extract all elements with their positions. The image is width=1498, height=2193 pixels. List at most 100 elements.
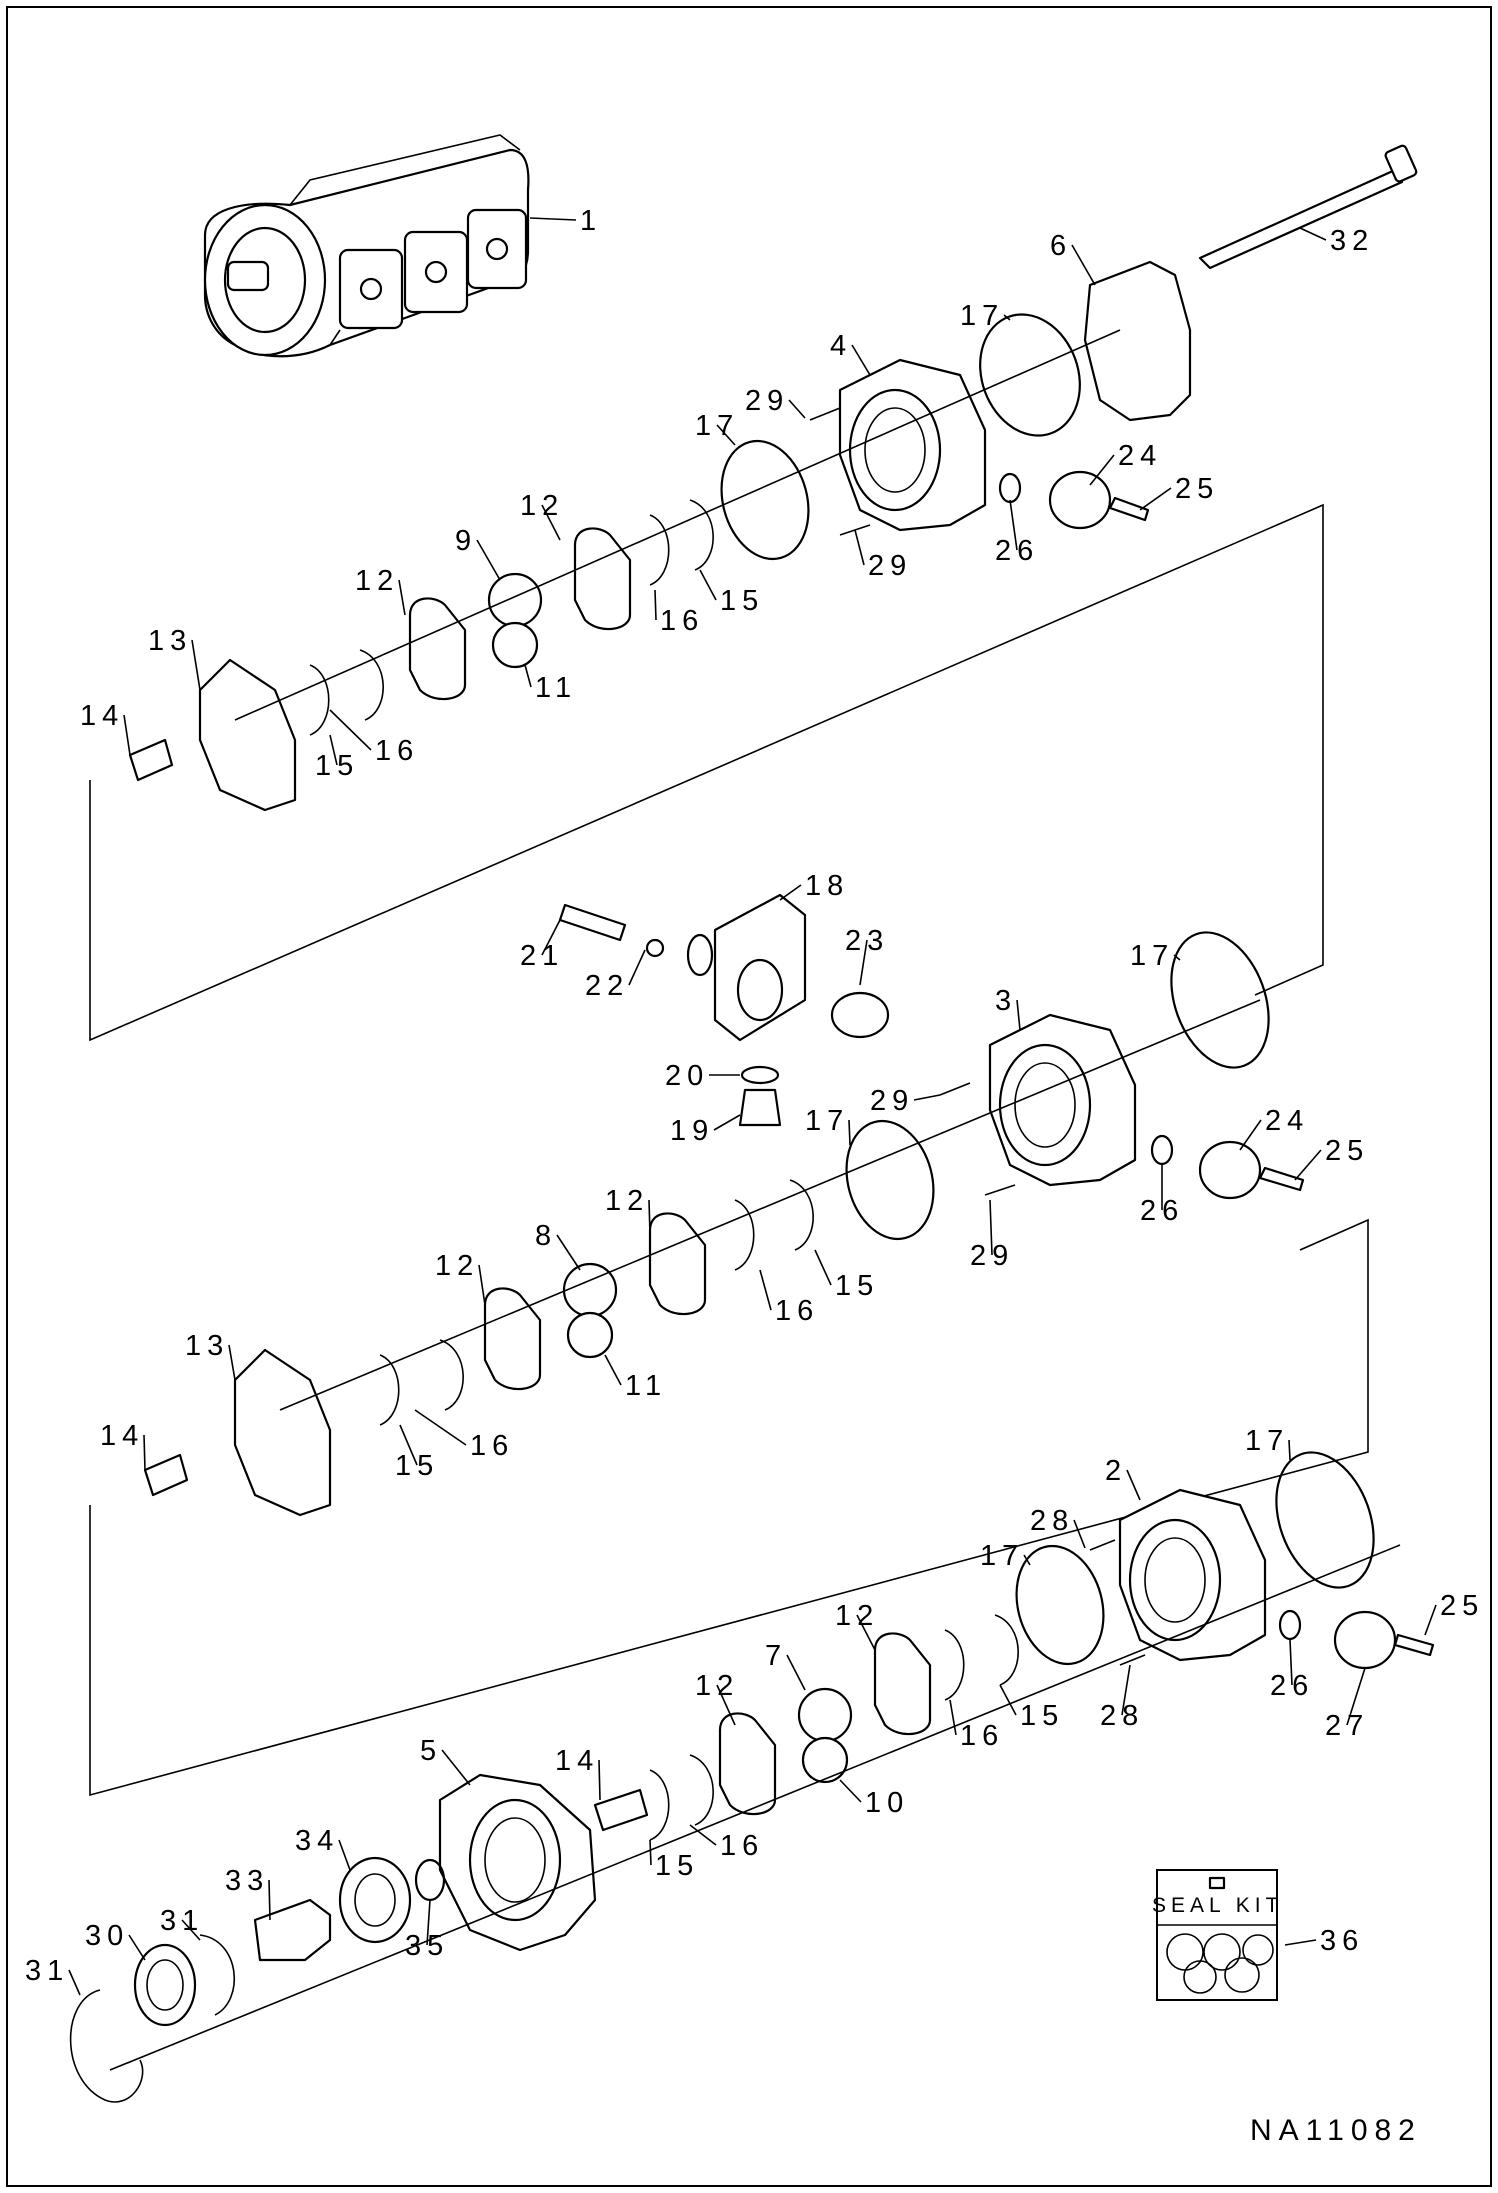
- leader-line: [649, 1839, 652, 1866]
- leader-line: [228, 1344, 236, 1381]
- leader-line: [1239, 1119, 1262, 1151]
- part-number-label: 29: [868, 550, 912, 582]
- leader-line: [476, 539, 501, 581]
- seal-ring: [1170, 931, 1270, 1069]
- leader-line: [478, 1264, 486, 1306]
- part-number-label: 17: [695, 410, 739, 442]
- axis-line: [109, 1544, 1401, 2071]
- cap-screw: [1108, 496, 1150, 522]
- spline-coupling: [593, 1788, 649, 1832]
- part-number-label: 15: [395, 1450, 439, 1482]
- retaining-ring: [379, 1354, 400, 1426]
- cap-screw: [1258, 1166, 1305, 1192]
- part-number-label: 36: [1320, 1925, 1364, 1957]
- part-number-label: 6: [1050, 230, 1072, 262]
- leader-line: [398, 579, 406, 616]
- part-number-label: 15: [720, 585, 764, 617]
- leader-line: [1346, 1667, 1366, 1726]
- axis-line: [279, 999, 1261, 1411]
- assembled-pump: [203, 134, 530, 358]
- part-number-label: 22: [585, 970, 629, 1002]
- part-number-label: 4: [830, 330, 852, 362]
- bearing-block: [573, 527, 632, 631]
- dowel-pin: [939, 1082, 971, 1096]
- leader-line: [848, 1119, 851, 1146]
- part-number-label: 3: [995, 985, 1017, 1017]
- leader-line: [1289, 1639, 1293, 1686]
- part-number-label: 13: [185, 1330, 229, 1362]
- part-number-label: 5: [420, 1735, 442, 1767]
- part-number-label: 17: [960, 300, 1004, 332]
- mounting-flange: [438, 1773, 597, 1952]
- leader-line: [839, 1779, 862, 1803]
- part-number-label: 15: [1020, 1700, 1064, 1732]
- part-number-label: 29: [970, 1240, 1014, 1272]
- port-cover: [1198, 1140, 1262, 1200]
- leader-lines: [68, 217, 1437, 1996]
- bearing-block: [408, 597, 467, 701]
- o-ring: [1015, 1544, 1105, 1666]
- ball-bearing-inner: [354, 1873, 396, 1927]
- retaining-ring: [944, 1629, 965, 1701]
- part-number-label: 15: [655, 1850, 699, 1882]
- part-number-label: 27: [1325, 1710, 1369, 1742]
- part-number-label: 34: [295, 1825, 339, 1857]
- part-number-label: 14: [555, 1745, 599, 1777]
- leader-line: [689, 1824, 717, 1846]
- part-number-label: 25: [1175, 473, 1219, 505]
- flange-block: [686, 893, 807, 1042]
- leader-line: [1089, 454, 1115, 486]
- bearing-block: [718, 1712, 777, 1816]
- bearing-block: [483, 1287, 542, 1391]
- part-number-label: 12: [835, 1600, 879, 1632]
- cap-screw: [1393, 1633, 1435, 1657]
- end-cover: [1083, 260, 1192, 422]
- retaining-ring: [199, 1934, 236, 2016]
- part-number-label: 16: [960, 1720, 1004, 1752]
- drive-shaft: [253, 1898, 332, 1962]
- part-labels: 1234567891011111212121212121313141414151…: [25, 205, 1484, 1987]
- part-number-label: 31: [160, 1905, 204, 1937]
- part-number-label: 17: [1130, 940, 1174, 972]
- drive-gear: [562, 1262, 618, 1318]
- washer: [645, 938, 665, 958]
- pump-body-section: [988, 1013, 1137, 1187]
- part-number-label: 35: [405, 1930, 449, 1962]
- part-number-label: 17: [1245, 1425, 1289, 1457]
- part-number-label: 21: [520, 940, 564, 972]
- pump-body-section: [1118, 1488, 1267, 1662]
- o-ring-small: [998, 472, 1022, 504]
- retaining-ring: [359, 649, 384, 721]
- part-number-label: 18: [805, 870, 849, 902]
- part-number-label: 29: [870, 1085, 914, 1117]
- drive-gear: [487, 572, 543, 628]
- part-number-label: 16: [375, 735, 419, 767]
- part-number-label: 15: [835, 1270, 879, 1302]
- retaining-ring: [994, 1614, 1019, 1686]
- part-number-label: 25: [1440, 1590, 1484, 1622]
- leader-line: [541, 919, 561, 956]
- part-number-label: 16: [720, 1830, 764, 1862]
- leader-line: [268, 1879, 271, 1921]
- driven-gear: [566, 1311, 614, 1359]
- leader-line: [713, 1114, 741, 1131]
- shaft-seal: [133, 1943, 197, 2027]
- leader-line: [1023, 1554, 1031, 1566]
- dowel-pin: [984, 1184, 1016, 1196]
- retaining-ring: [689, 1754, 714, 1826]
- adapter-plate: [233, 1348, 332, 1517]
- part-number-label: 15: [315, 750, 359, 782]
- through-bolt: [1198, 144, 1418, 270]
- leader-line: [191, 639, 201, 691]
- part-number-label: 16: [470, 1430, 514, 1462]
- leader-line: [949, 1699, 957, 1736]
- leader-line: [716, 1684, 736, 1726]
- dowel-pin: [1089, 1539, 1116, 1551]
- leader-line: [788, 399, 806, 419]
- part-number-label: 25: [1325, 1135, 1369, 1167]
- retaining-ring: [69, 1989, 144, 2103]
- leader-line: [128, 1934, 146, 1961]
- port-cover: [1048, 470, 1112, 530]
